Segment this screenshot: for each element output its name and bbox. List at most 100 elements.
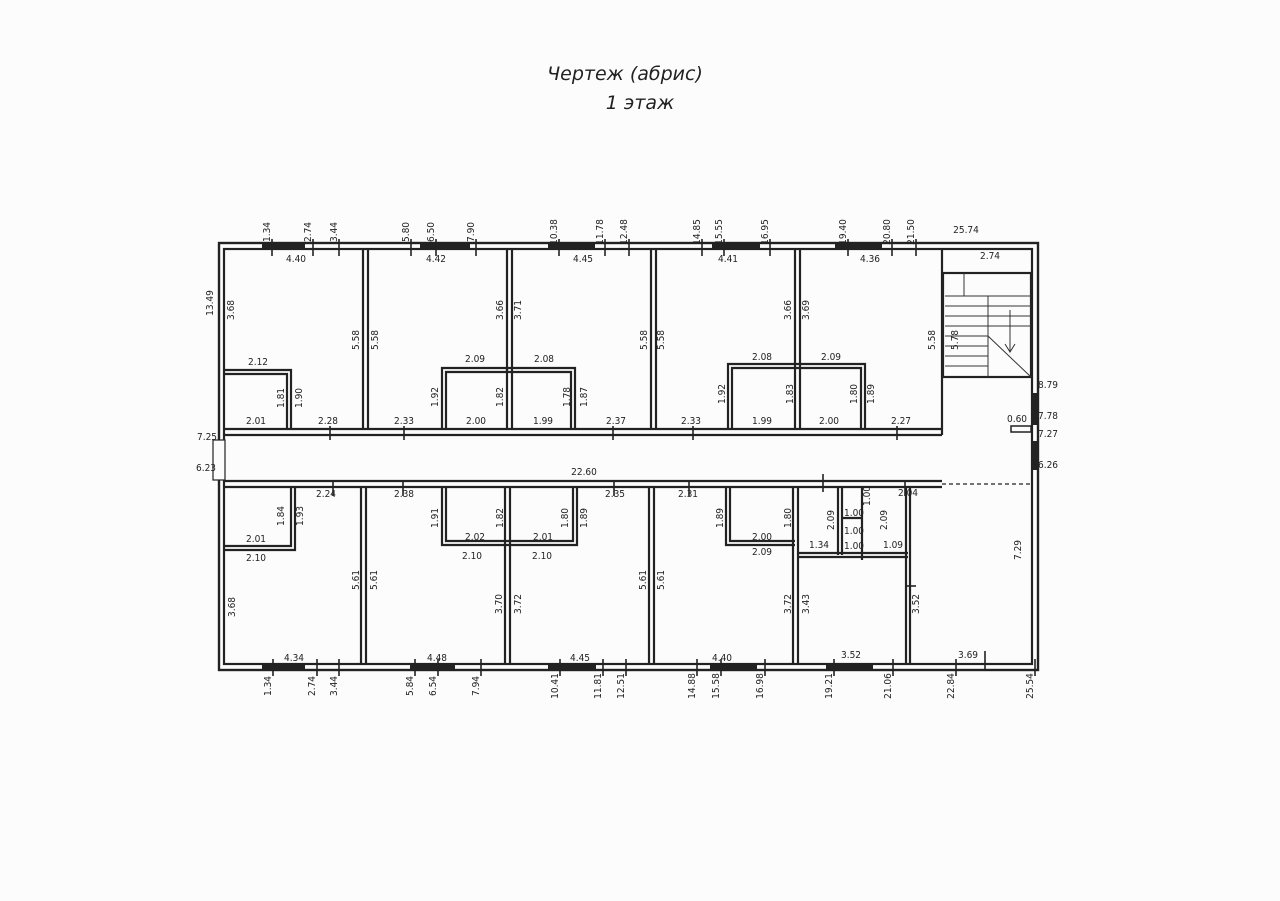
- bottom-dimension: 15.58: [711, 673, 722, 699]
- bottom-dimension: 2.74: [307, 676, 318, 696]
- south-room-dimension: 1.80: [783, 508, 794, 528]
- south-room-dimension: 4.45: [570, 653, 590, 664]
- south-room-dimension: 2.24: [316, 489, 336, 500]
- north-room-dimension: 1.92: [430, 387, 441, 407]
- south-room-dimension: 3.52: [911, 594, 922, 614]
- bottom-dimension: 12.51: [616, 673, 627, 699]
- south-room-dimension: 1.82: [495, 508, 506, 528]
- south-room-dimension: 3.52: [841, 650, 861, 661]
- north-room-dimension: 2.28: [318, 416, 338, 427]
- south-room-dimension: 2.10: [246, 553, 266, 564]
- left-dimension: 7.25: [197, 432, 217, 443]
- north-room-dimension: 2.09: [821, 352, 841, 363]
- north-room-dimension: 2.09: [465, 354, 485, 365]
- north-room-dimension: 4.42: [426, 254, 446, 265]
- bottom-dimension: 19.21: [824, 673, 835, 699]
- stair-treads: [945, 273, 1032, 378]
- bottom-dimension: 1.34: [263, 676, 274, 696]
- bottom-dimension: 6.54: [428, 676, 439, 696]
- north-room-dimension: 4.45: [573, 254, 593, 265]
- top-dimension: 20.80: [882, 219, 893, 245]
- south-room-dimension: 4.40: [712, 653, 732, 664]
- bottom-dimension: 11.81: [593, 673, 604, 699]
- dimension-ticks: [271, 239, 1036, 676]
- top-dimension: 12.48: [619, 219, 630, 245]
- north-room-dimension: 1.92: [717, 384, 728, 404]
- north-room-dimension: 4.41: [718, 254, 738, 265]
- floor-label: 1 этаж: [605, 92, 675, 114]
- north-room-dimension: 2.08: [534, 354, 554, 365]
- top-dimension: 2.74: [303, 222, 314, 242]
- south-room-dimension: 1.80: [560, 508, 571, 528]
- south-partitions: [224, 487, 912, 664]
- top-dimension: 10.38: [549, 219, 560, 245]
- bottom-dimension: 3.44: [329, 676, 340, 696]
- north-room-dimension: 2.27: [891, 416, 911, 427]
- south-room-dimension: 3.69: [958, 650, 978, 661]
- south-room-dimension: 2.09: [752, 547, 772, 558]
- top-dimension: 16.95: [760, 219, 771, 245]
- south-room-dimension: 3.70: [494, 594, 505, 614]
- north-room-dimension: 0.60: [1007, 414, 1027, 425]
- right-dimension: 8.79: [1038, 380, 1058, 391]
- left-dimension: 13.49: [205, 290, 216, 316]
- south-room-dimension: 2.01: [246, 534, 266, 545]
- south-room-dimension: 1.09: [883, 540, 903, 551]
- right-dimension: 7.78: [1038, 411, 1058, 422]
- north-room-dimension: 5.58: [370, 330, 381, 350]
- corridor-dimension: 22.60: [571, 467, 597, 478]
- north-room-dimension: 1.89: [866, 384, 877, 404]
- north-room-dimension: 2.37: [606, 416, 626, 427]
- right-dimension: 6.26: [1038, 460, 1058, 471]
- south-room-dimension: 2.04: [898, 488, 918, 499]
- top-dimension: 11.78: [595, 219, 606, 245]
- north-room-dimension: 4.36: [860, 254, 880, 265]
- north-room-dimension: 5.58: [639, 330, 650, 350]
- north-room-dimension: 2.33: [681, 416, 701, 427]
- bottom-dimension: 7.94: [471, 676, 482, 696]
- windows: [212, 243, 1038, 670]
- north-room-dimension: 3.66: [783, 300, 794, 320]
- north-room-dimension: 1.87: [579, 387, 590, 407]
- north-room-dimension: 1.81: [276, 388, 287, 408]
- north-room-dimension: 1.78: [562, 387, 573, 407]
- south-room-dimension: 1.00: [862, 486, 873, 506]
- bottom-dimension: 25.54: [1025, 673, 1036, 699]
- north-room-dimension: 2.12: [248, 357, 268, 368]
- staircase: [941, 271, 1033, 379]
- south-room-dimension: 1.34: [809, 540, 829, 551]
- south-room-dimension: 3.72: [513, 594, 524, 614]
- south-room-dimension: 5.61: [351, 570, 362, 590]
- south-room-dimension: 1.00: [844, 508, 864, 519]
- bottom-dimension: 22.84: [946, 673, 957, 699]
- south-room-dimension: 1.00: [844, 541, 864, 552]
- north-room-dimension: 1.83: [785, 384, 796, 404]
- top-dimension: 3.44: [329, 222, 340, 242]
- south-room-dimension: 2.10: [462, 551, 482, 562]
- south-room-dimension: 1.91: [430, 508, 441, 528]
- south-room-dimension: 1.89: [715, 508, 726, 528]
- south-room-dimension: 2.09: [879, 510, 890, 530]
- south-room-dimension: 2.31: [678, 489, 698, 500]
- south-room-dimension: 2.10: [532, 551, 552, 562]
- south-room-dimension: 4.48: [427, 653, 447, 664]
- left-dimension: 6.23: [196, 463, 216, 474]
- south-room-dimension: 4.34: [284, 653, 304, 664]
- north-room-dimension: 2.00: [466, 416, 486, 427]
- north-room-dimension: 2.33: [394, 416, 414, 427]
- north-room-dimension: 3.66: [495, 300, 506, 320]
- bottom-dimension: 14.88: [687, 673, 698, 699]
- south-room-dimension: 1.84: [276, 506, 287, 526]
- south-room-dimension: 1.89: [579, 508, 590, 528]
- south-room-dimension: 2.02: [465, 532, 485, 543]
- north-room-dimension: 3.68: [226, 300, 237, 320]
- south-room-dimension: 3.72: [783, 594, 794, 614]
- north-room-dimension: 5.58: [656, 330, 667, 350]
- top-dimension: 1.34: [262, 222, 273, 242]
- north-room-dimension: 2.00: [819, 416, 839, 427]
- top-dimension: 6.50: [426, 222, 437, 242]
- north-room-dimension: 2.74: [980, 251, 1000, 262]
- south-room-dimension: 5.61: [369, 570, 380, 590]
- south-room-dimension: 3.43: [801, 594, 812, 614]
